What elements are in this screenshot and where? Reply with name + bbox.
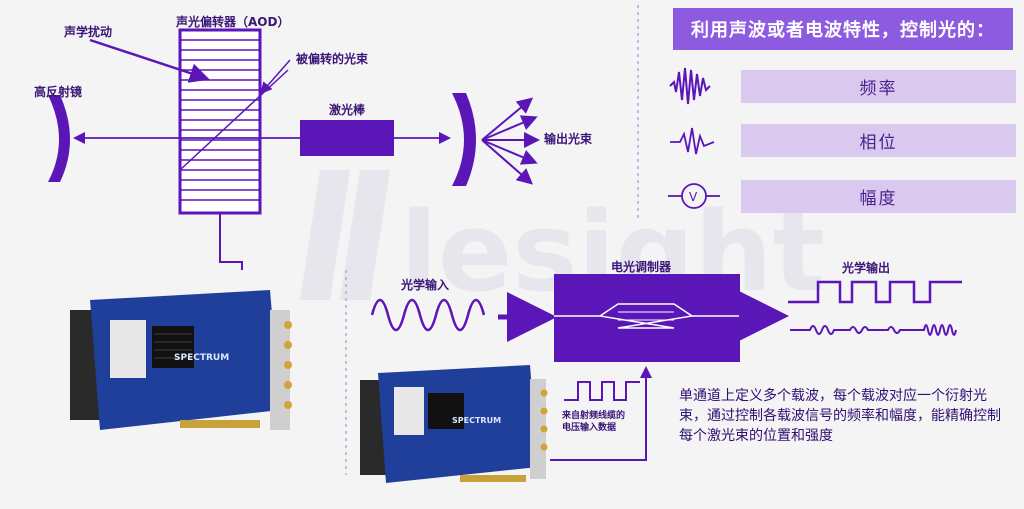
svg-text:V: V — [689, 190, 698, 204]
high-reflect-mirror-label: 高反射镜 — [34, 85, 83, 99]
description-text: 单通道上定义多个载波，每个载波对应一个衍射光束，通过控制各载波信号的频率和幅度，… — [679, 388, 1001, 444]
output-beam-label: 输出光束 — [544, 132, 593, 146]
aod-crystal — [178, 28, 262, 215]
phase-wave-icon — [670, 127, 715, 155]
brand-text-small: SPECTRUM — [452, 416, 501, 425]
frequency-wave-icon — [669, 67, 711, 105]
spectrum-card-small: SPECTRUM — [360, 365, 548, 483]
optical-output-square — [788, 280, 962, 304]
rf-input-label-1: 来自射频线缆的 — [562, 411, 626, 421]
output-mirror — [452, 93, 476, 186]
optical-input-wave — [370, 298, 486, 332]
modulator-diagram — [370, 274, 962, 461]
aod-diagram — [48, 28, 540, 270]
property-icons: V — [668, 67, 720, 209]
deflected-beam-label: 被偏转的光束 — [296, 52, 369, 66]
voltmeter-icon: V — [668, 183, 720, 209]
spectrum-card-large: SPECTRUM — [70, 290, 292, 430]
optical-input-label: 光学输入 — [401, 278, 450, 292]
acoustic-perturbation-label: 声学扰动 — [64, 25, 113, 39]
property-amplitude: 幅度 — [741, 180, 1016, 213]
brand-text-large: SPECTRUM — [174, 353, 229, 363]
optical-output-modulated — [790, 324, 957, 336]
property-frequency: 频率 — [741, 70, 1016, 103]
aod-label: 声光偏转器（AOD） — [176, 15, 290, 29]
laser-rod-label: 激光棒 — [329, 103, 366, 117]
laser-rod — [300, 120, 394, 156]
high-reflect-mirror — [48, 95, 70, 182]
eo-modulator-label: 电光调制器 — [611, 260, 672, 274]
voltage-input-square — [564, 381, 640, 401]
optical-output-label: 光学输出 — [842, 261, 891, 275]
control-title: 利用声波或者电波特性，控制光的： — [673, 8, 1013, 50]
rf-input-label-2: 电压输入数据 — [562, 423, 617, 433]
property-phase: 相位 — [741, 124, 1016, 157]
eo-modulator — [554, 274, 740, 362]
